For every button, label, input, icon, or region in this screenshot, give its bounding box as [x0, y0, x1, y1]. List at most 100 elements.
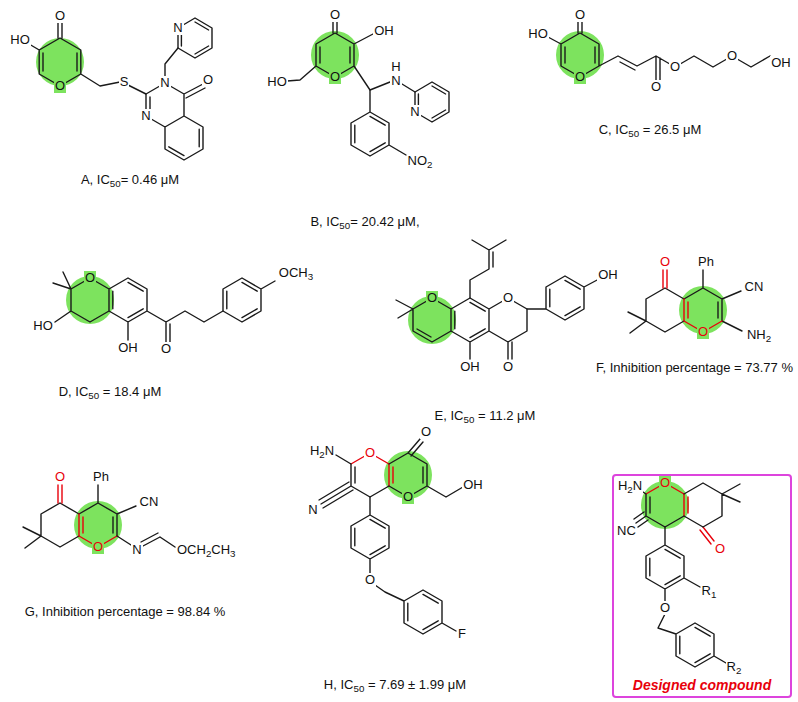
atom-label: N — [131, 543, 142, 557]
text-run: R — [727, 659, 736, 674]
bond-lines — [287, 20, 415, 92]
text-run: O — [330, 7, 340, 22]
text-run: Ph — [698, 254, 714, 269]
text-run: HO — [528, 26, 548, 41]
atom-label: O — [54, 9, 66, 23]
atom-label: H — [390, 60, 401, 74]
text-run: O — [575, 7, 585, 22]
text-run: OCH — [279, 265, 308, 280]
text-run: . — [668, 122, 672, 137]
subscript-text: 50 — [110, 178, 121, 189]
text-run: O — [55, 78, 65, 93]
text-run: O — [660, 254, 670, 269]
atom-label: O — [659, 255, 671, 269]
atom-label: O — [659, 476, 671, 490]
text-run: 18 — [114, 384, 128, 399]
text-run: O — [85, 270, 95, 285]
atom-label: H2N — [309, 444, 335, 458]
subscript-text: 2 — [427, 159, 432, 170]
text-run: CH — [211, 542, 230, 557]
compound-caption: F, Inhibition percentage = 73.77 % — [595, 361, 794, 375]
text-run: 84 — [196, 604, 210, 619]
atom-label: N — [140, 109, 151, 123]
text-run: O — [670, 59, 680, 74]
text-run: 26 — [654, 122, 668, 137]
text-run: μM — [444, 677, 466, 692]
subscript-text: 50 — [463, 414, 474, 425]
atom-label: N — [409, 105, 420, 119]
text-run: G, Inhibition percentage = — [25, 604, 178, 619]
text-run: H — [391, 59, 400, 74]
text-run: E, IC — [435, 408, 464, 423]
atom-label: R1 — [701, 584, 718, 598]
bond-lines — [53, 272, 223, 342]
atom-label: OCH2CH3 — [176, 543, 237, 557]
text-run: % — [210, 604, 225, 619]
atom-label: N — [307, 503, 318, 517]
compound-caption: A, IC50= 0.46 μM — [80, 173, 180, 187]
compound-caption: E, IC50 = 11.2 μM — [434, 409, 537, 423]
text-run: % — [778, 360, 793, 375]
atom-label: O — [502, 291, 514, 305]
text-run: O — [365, 445, 375, 460]
bond-lines — [223, 278, 275, 322]
text-run: NO — [408, 153, 428, 168]
text-run: 11 — [489, 408, 503, 423]
box-heading: Designed compound — [632, 678, 772, 693]
text-run: HO — [10, 32, 30, 47]
text-run: O — [503, 359, 513, 374]
text-run: O — [698, 324, 708, 339]
atom-label: O — [329, 70, 341, 84]
text-run: = — [639, 122, 654, 137]
subscript-text: 3 — [230, 548, 235, 559]
text-run: μM — [514, 408, 536, 423]
text-run: O — [403, 489, 413, 504]
atom-label: O — [54, 79, 66, 93]
atom-label: O — [84, 271, 96, 285]
atom-label: N — [172, 21, 183, 35]
atom-label: O — [420, 425, 432, 439]
atom-label: HO — [32, 319, 54, 333]
text-run: O — [365, 572, 375, 587]
atom-label: OH — [459, 360, 481, 374]
text-run: D, IC — [59, 384, 89, 399]
text-run: N — [308, 502, 317, 517]
subscript-text: 50 — [628, 128, 639, 139]
text-run: N — [325, 443, 334, 458]
text-run: NH — [747, 327, 766, 342]
compound-caption: C, IC50 = 26.5 μM — [598, 123, 703, 137]
text-run: Ph — [93, 469, 109, 484]
atom-label: N — [159, 76, 170, 90]
text-run: HO — [267, 74, 287, 89]
atom-label: N — [390, 74, 401, 88]
text-run: μM — [139, 384, 161, 399]
atom-label: Ph — [697, 255, 715, 269]
bond-lines — [58, 485, 117, 547]
text-run: A, IC — [81, 172, 110, 187]
text-run: = — [99, 384, 114, 399]
text-run: = — [364, 677, 379, 692]
atom-label: HO — [527, 27, 549, 41]
text-run: N — [391, 73, 400, 88]
atom-label: NH2 — [746, 328, 772, 342]
text-run: = — [350, 214, 361, 229]
text-run: . — [376, 214, 380, 229]
designed-compound-box: H2NONCOR1OR2Designed compound — [612, 474, 792, 698]
text-run: F, Inhibition percentage = — [596, 360, 745, 375]
text-run: O — [715, 541, 725, 556]
bond-lines — [23, 485, 136, 548]
text-run: H — [310, 443, 319, 458]
atom-label: OH — [117, 341, 139, 355]
bond-lines — [628, 270, 742, 333]
text-run: 4 — [132, 384, 139, 399]
atom-label: O — [329, 8, 341, 22]
text-run: N — [633, 478, 642, 493]
atom-label: O — [160, 342, 172, 356]
bond-lines — [646, 527, 726, 667]
bond-lines — [663, 270, 722, 332]
bond-lines — [117, 533, 175, 547]
atom-label: CN — [744, 280, 765, 294]
atom-label: O — [54, 470, 66, 484]
text-run: . — [139, 172, 143, 187]
text-run: O — [503, 290, 513, 305]
